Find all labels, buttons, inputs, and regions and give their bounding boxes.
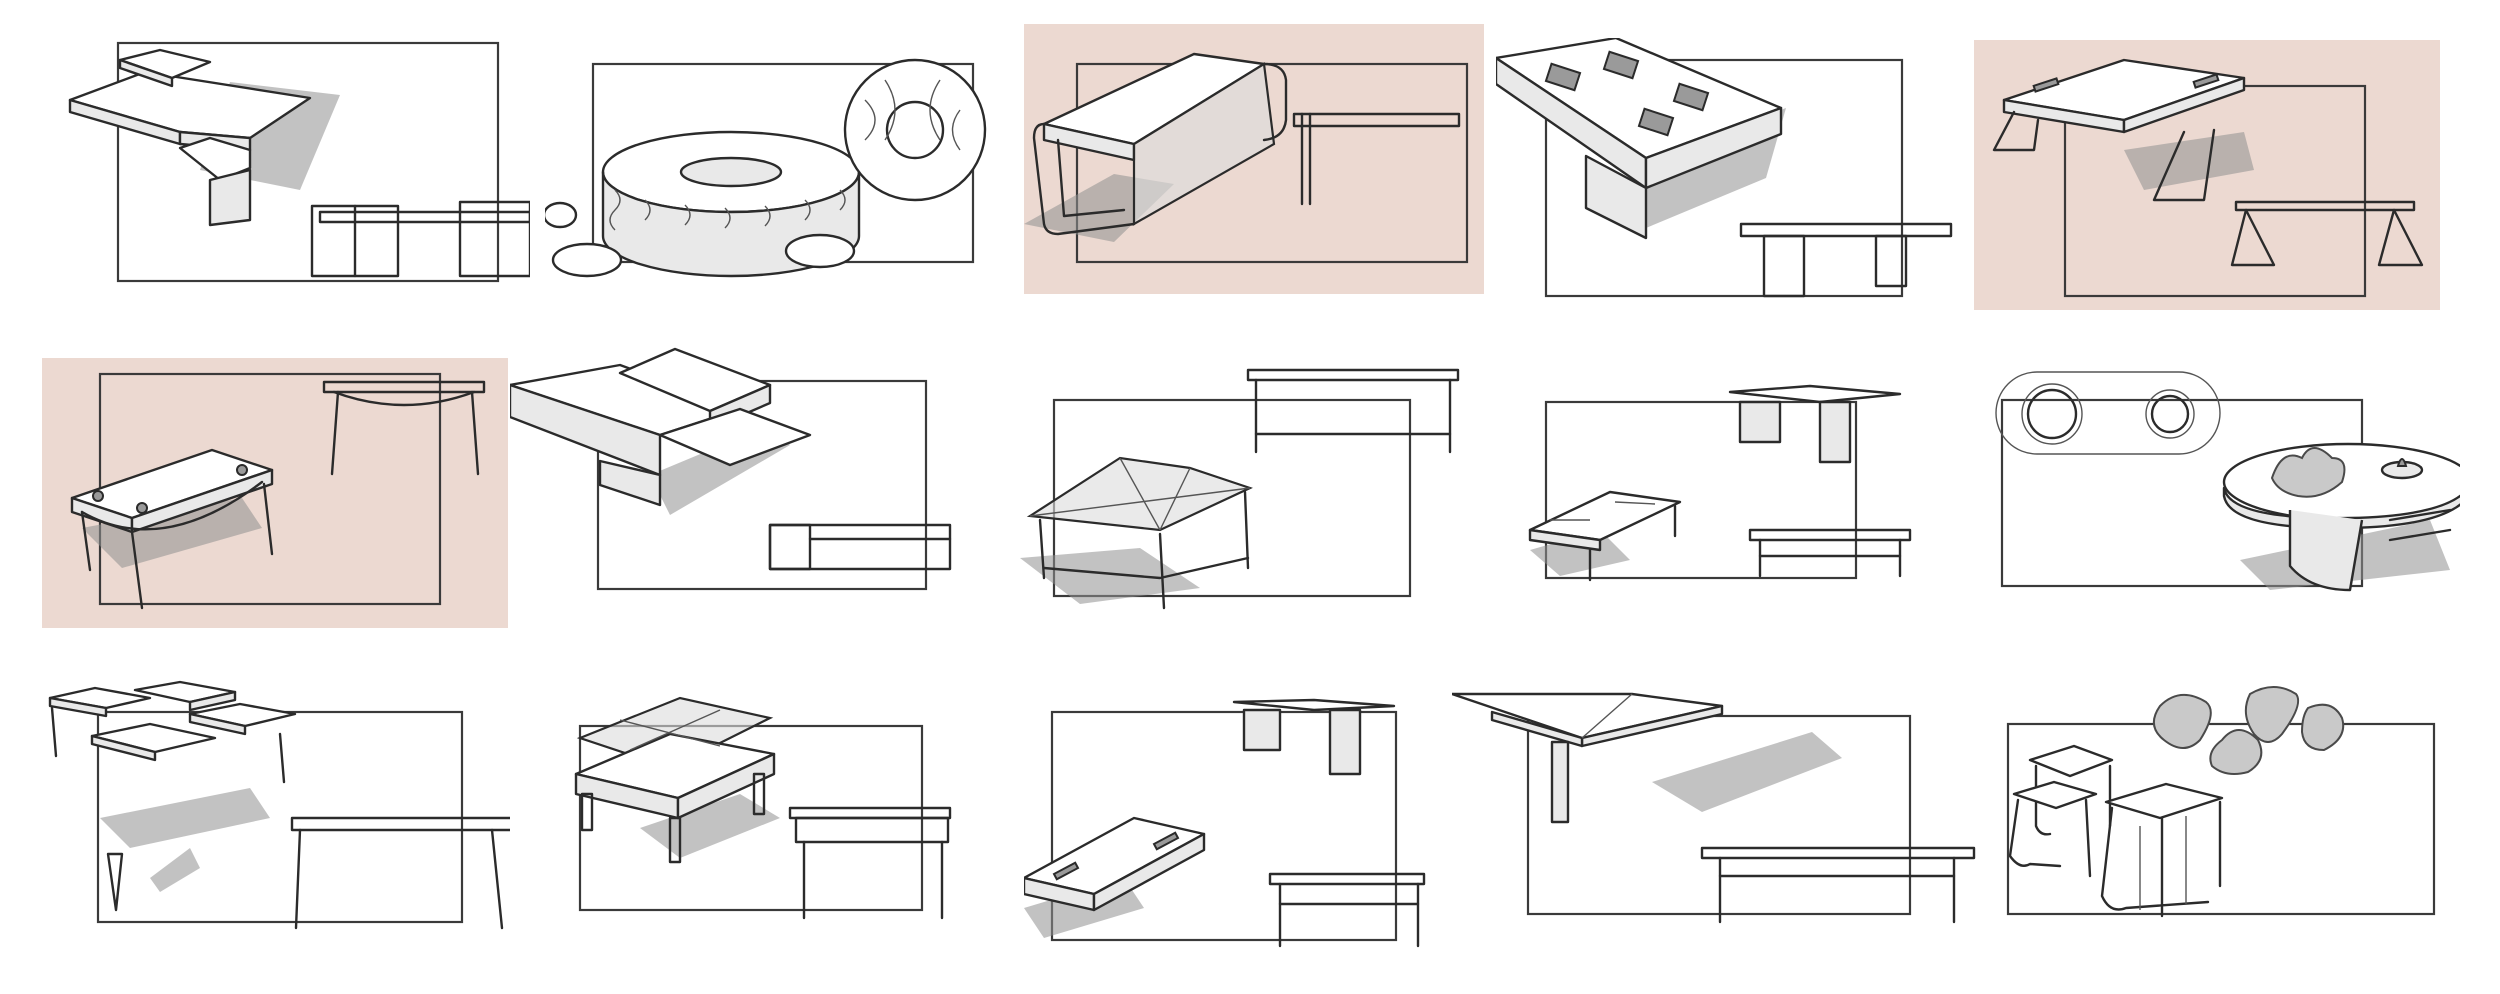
- stepped-slab-table-sketch: [50, 20, 530, 290]
- modular-cluster-table-sketch: [40, 678, 510, 936]
- trestle-table-sketch: [1974, 40, 2440, 310]
- bench-table-sketch: [1024, 24, 1484, 294]
- block-table-with-cutouts-sketch: [1496, 38, 1956, 304]
- round-drum-table-sketch: [545, 40, 995, 290]
- tapered-leg-table-sketch: [42, 358, 508, 628]
- nesting-stool-tables-sketch: [1990, 676, 2460, 956]
- low-frame-table-sketch: [1520, 380, 1980, 595]
- oval-planter-table-sketch: [1990, 370, 2460, 610]
- frame-bench-table-sketch: [1024, 698, 1444, 958]
- sliding-slab-table-sketch: [510, 345, 970, 600]
- wedge-top-table-sketch: [1452, 692, 1982, 932]
- pentagon-glass-table-sketch: [1020, 368, 1490, 616]
- glass-top-table-sketch: [560, 688, 980, 928]
